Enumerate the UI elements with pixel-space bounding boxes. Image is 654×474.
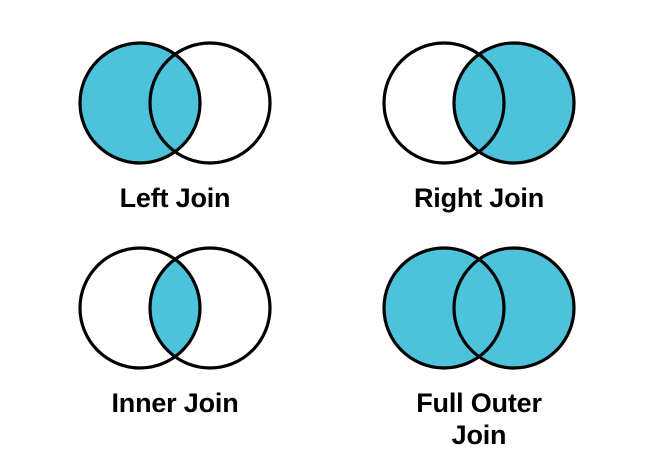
- venn-svg-inner-join: [78, 246, 272, 370]
- intersection-region: [454, 43, 504, 163]
- left-circle-outline: [78, 41, 202, 165]
- left-circle-outline: [382, 41, 506, 165]
- join-label-left-join: Left Join: [119, 183, 231, 213]
- join-diagram-full-outer-join: Full Outer Join: [324, 243, 634, 463]
- join-label-full-outer-join: Full Outer Join: [416, 388, 542, 450]
- intersection-region: [150, 248, 200, 368]
- venn-full-outer-join: [379, 243, 579, 373]
- intersection-region: [150, 43, 200, 163]
- venn-right-join: [379, 38, 579, 168]
- join-label-inner-join: Inner Join: [111, 388, 239, 418]
- left-circle-outline: [78, 246, 202, 370]
- right-circle-outline: [148, 246, 272, 370]
- venn-inner-join: [75, 243, 275, 373]
- venn-svg-full-outer-join: [382, 246, 576, 370]
- right-circle-outline: [452, 246, 576, 370]
- join-diagram-right-join: Right Join: [324, 38, 634, 234]
- join-label-right-join: Right Join: [414, 183, 544, 213]
- right-circle-outline: [148, 41, 272, 165]
- right-circle-fill: [454, 248, 574, 368]
- right-circle-outline: [452, 41, 576, 165]
- join-diagram-inner-join: Inner Join: [20, 243, 330, 463]
- venn-svg-left-join: [78, 41, 272, 165]
- venn-svg-right-join: [382, 41, 576, 165]
- join-diagram-left-join: Left Join: [20, 38, 330, 234]
- left-circle-outline: [382, 246, 506, 370]
- venn-left-join: [75, 38, 275, 168]
